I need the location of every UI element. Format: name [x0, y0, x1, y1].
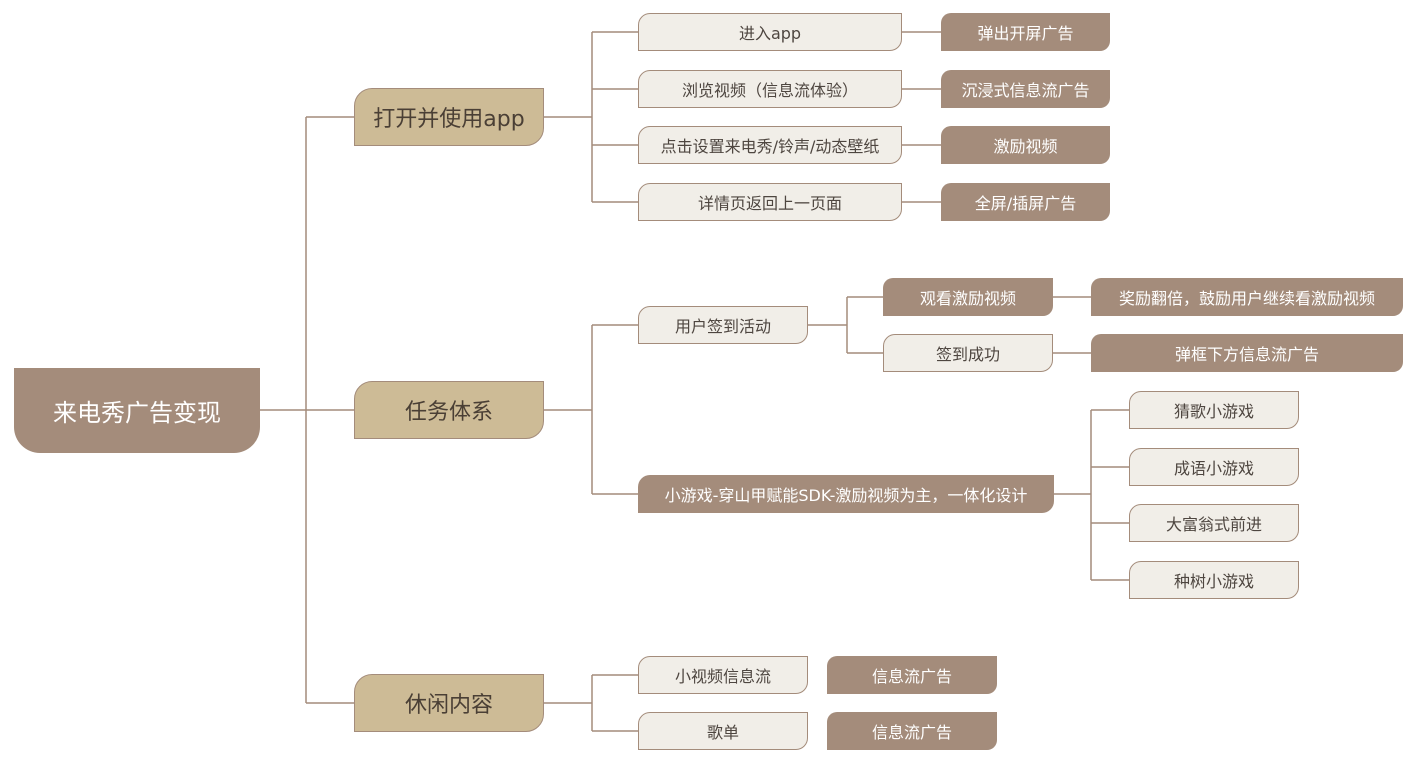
leisure-feed-ad-1: 信息流广告	[827, 656, 997, 694]
ad-splash: 弹出开屏广告	[941, 13, 1110, 51]
root-node: 来电秀广告变现	[14, 368, 260, 453]
branch-leisure-content: 休闲内容	[354, 674, 544, 732]
branch-task-system: 任务体系	[354, 381, 544, 439]
branch-open-app: 打开并使用app	[354, 88, 544, 146]
action-enter-app: 进入app	[638, 13, 902, 51]
ad-interstitial: 全屏/插屏广告	[941, 183, 1110, 221]
checkin-reward-double: 奖励翻倍，鼓励用户继续看激励视频	[1091, 278, 1403, 316]
game-guess-song: 猜歌小游戏	[1129, 391, 1299, 429]
checkin-success: 签到成功	[883, 334, 1053, 372]
ad-rewarded-video: 激励视频	[941, 126, 1110, 164]
task-checkin: 用户签到活动	[638, 306, 808, 344]
game-plant-tree: 种树小游戏	[1129, 561, 1299, 599]
action-set-ringtone: 点击设置来电秀/铃声/动态壁纸	[638, 126, 902, 164]
checkin-watch-rewarded: 观看激励视频	[883, 278, 1053, 316]
task-minigame-sdk: 小游戏-穿山甲赋能SDK-激励视频为主，一体化设计	[638, 475, 1054, 513]
leisure-short-video: 小视频信息流	[638, 656, 808, 694]
leisure-playlist: 歌单	[638, 712, 808, 750]
checkin-popup-feed-ad: 弹框下方信息流广告	[1091, 334, 1403, 372]
action-browse-video: 浏览视频（信息流体验）	[638, 70, 902, 108]
game-monopoly: 大富翁式前进	[1129, 504, 1299, 542]
leisure-feed-ad-2: 信息流广告	[827, 712, 997, 750]
ad-immersive-feed: 沉浸式信息流广告	[941, 70, 1110, 108]
action-detail-back: 详情页返回上一页面	[638, 183, 902, 221]
game-idiom: 成语小游戏	[1129, 448, 1299, 486]
